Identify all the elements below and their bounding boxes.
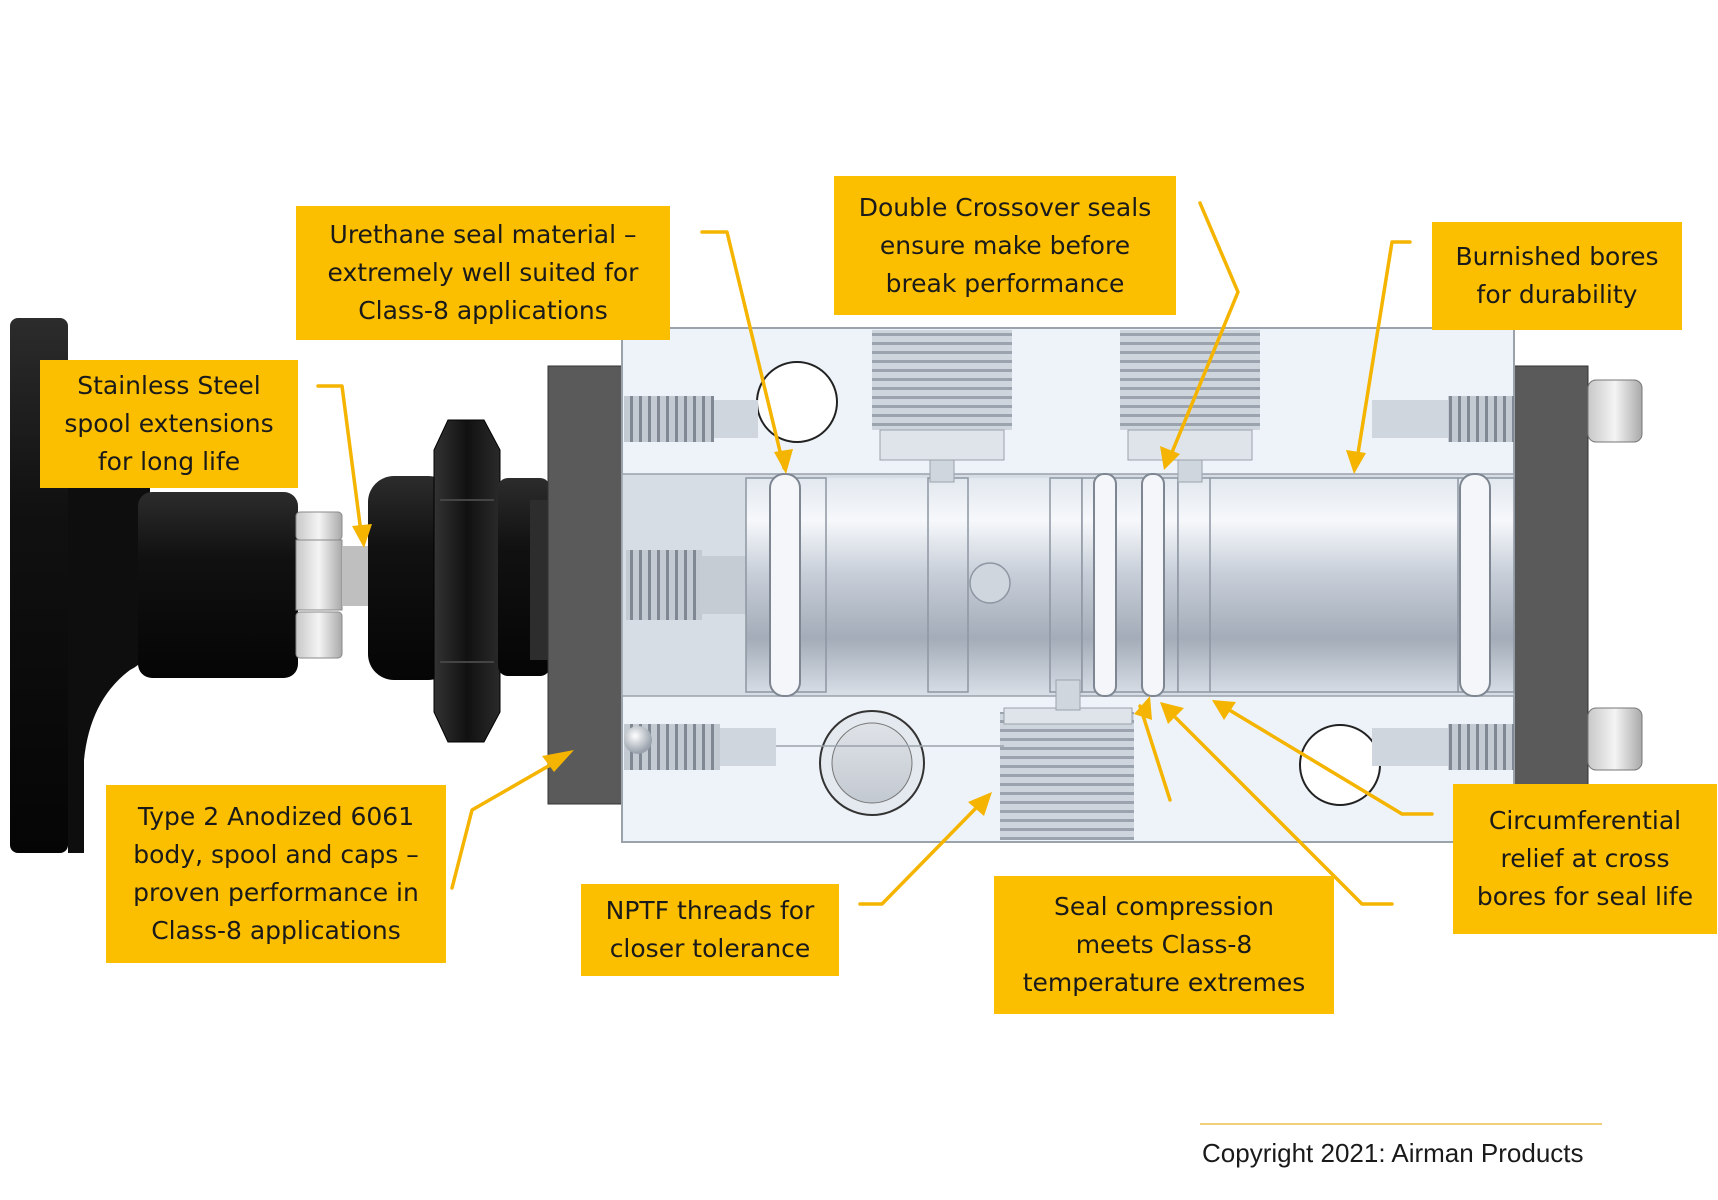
arrow-stainless [352,524,372,548]
anodized-caps [547,365,1643,805]
callout-double-crossover: Double Crossover seals ensure make befor… [834,176,1176,315]
callout-anodized-line-4: Class-8 applications [151,916,401,945]
callout-stainless-line-1: Stainless Steel [77,371,261,400]
callout-stainless-line-2: spool extensions [64,409,274,438]
callout-circumferential-relief: Circumferential relief at cross bores fo… [1453,784,1717,934]
callout-nptf-line-2: closer tolerance [609,934,811,963]
leader-crossover [1166,201,1240,464]
callout-compression-line-1: Seal compression [1054,892,1274,921]
callout-stainless-line-3: for long life [97,447,241,476]
spool-extension [295,511,370,659]
callout-crossover-line-2: ensure make before [879,230,1131,260]
callout-circumferential-line-1: Circumferential [1488,806,1682,835]
leader-stainless [316,384,364,542]
callout-burnished-line-2: for durability [1476,280,1638,309]
callout-crossover-line-3: break performance [885,268,1125,298]
callout-compression-line-2: meets Class-8 [1075,930,1253,959]
leader-burnished [1354,240,1412,468]
callout-nptf-line-1: NPTF threads for [605,896,815,925]
callout-circumferential-line-3: bores for seal life [1476,882,1694,911]
arrow-nptf [968,792,992,816]
callout-urethane-line-3: Class-8 applications [358,296,608,325]
arrow-anodized [542,750,574,772]
callout-anodized-line-2: body, spool and caps – [133,840,419,869]
bulkhead-nut [368,419,550,743]
arrow-urethane [774,449,793,474]
leader-anodized [450,762,554,890]
callout-stainless-steel: Stainless Steel spool extensions for lon… [40,360,298,488]
callout-crossover-line-1: Double Crossover seals [858,192,1152,222]
callout-circumferential-line-2: relief at cross [1500,844,1670,873]
leader-circumferential [1224,706,1434,816]
leader-nptf [858,804,980,906]
copyright-divider [1200,1123,1602,1125]
arrow-crossover [1160,446,1180,470]
callout-urethane-seal: Urethane seal material – extremely well … [296,206,670,340]
arrow-burnished [1346,450,1366,474]
callout-burnished-bores: Burnished bores for durability [1432,222,1682,330]
callout-seal-compression: Seal compression meets Class-8 temperatu… [994,876,1334,1014]
callout-type2-anodized: Type 2 Anodized 6061 body, spool and cap… [106,785,446,963]
callout-anodized-line-1: Type 2 Anodized 6061 [137,802,415,831]
callout-burnished-line-1: Burnished bores [1455,242,1659,271]
callout-anodized-line-3: proven performance in [133,878,419,907]
leader-compression-b [1138,704,1172,802]
callout-urethane-line-2: extremely well suited for [327,258,639,287]
leader-lines [316,201,1434,906]
arrow-compression-b [1134,696,1152,720]
callout-compression-line-3: temperature extremes [1022,968,1306,997]
callout-urethane-line-1: Urethane seal material – [329,220,637,249]
leader-compression-a [1174,716,1394,906]
leader-urethane [700,230,786,470]
valve-body [621,327,1515,843]
copyright-text: Copyright 2021: Airman Products [1202,1138,1584,1168]
arrow-compression-a [1160,702,1184,724]
arrow-circumferential [1212,700,1236,720]
callout-nptf-threads: NPTF threads for closer tolerance [581,884,839,976]
